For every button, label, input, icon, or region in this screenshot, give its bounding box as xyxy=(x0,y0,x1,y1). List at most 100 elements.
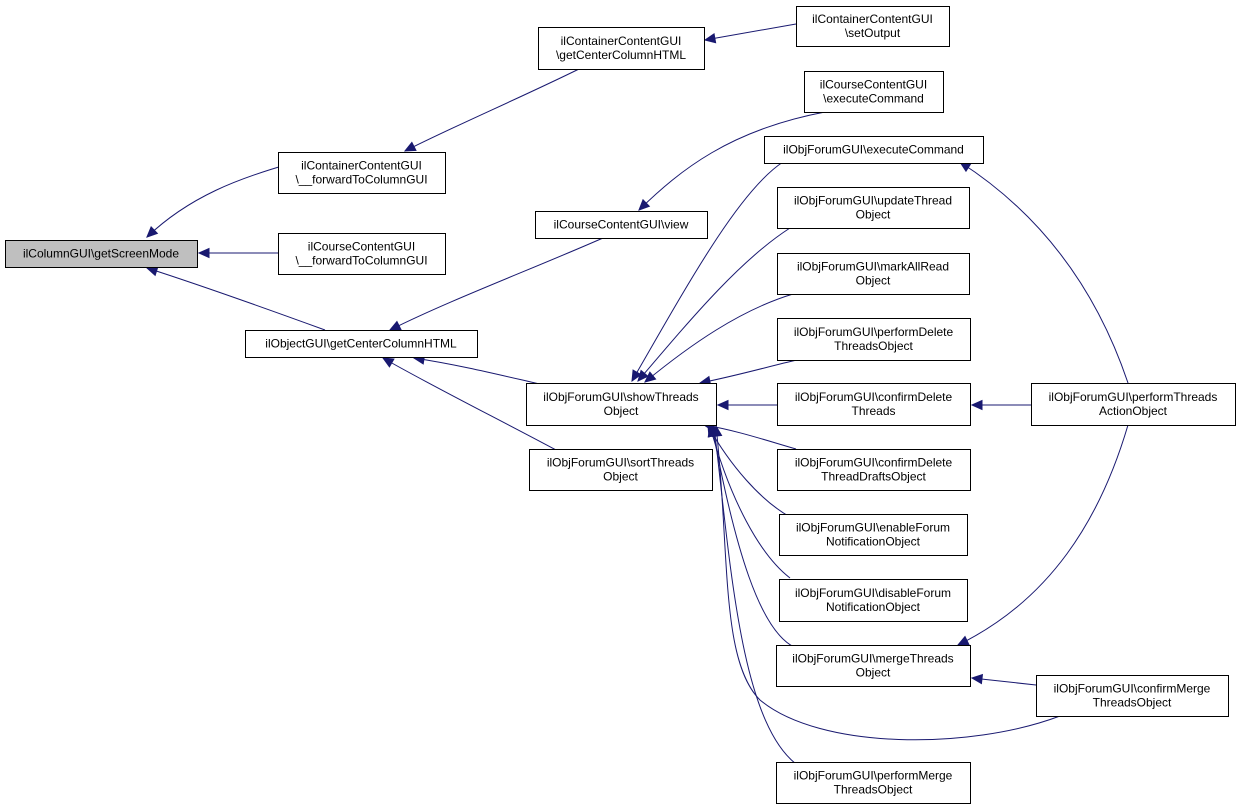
node-box xyxy=(1036,675,1229,717)
node-label: Object xyxy=(856,666,891,680)
node-label: ilObjForumGUI\performMerge xyxy=(794,769,953,783)
node-label: ilObjForumGUI\performThreads xyxy=(1049,390,1218,404)
arrowhead-n10-n6 xyxy=(631,369,642,383)
edge-n4-n1 xyxy=(404,68,580,152)
graph-node-n16[interactable]: ilObjForumGUI\enableForumNotificationObj… xyxy=(779,514,968,556)
node-label: ilObjForumGUI\markAllRead xyxy=(797,260,949,274)
node-label: \getCenterColumnHTML xyxy=(556,48,686,62)
edge-n20-n10 xyxy=(959,161,1129,384)
node-label: ilContainerContentGUI xyxy=(561,34,682,48)
node-label: ilObjForumGUI\disableForum xyxy=(795,586,951,600)
edge-n9-n5 xyxy=(638,111,826,211)
node-label: ThreadsObject xyxy=(834,339,913,353)
edge-n20-n18 xyxy=(957,424,1129,646)
edge-n12-n6 xyxy=(644,293,794,383)
graph-node-n9[interactable]: ilCourseContentGUI\executeCommand xyxy=(804,71,944,113)
node-box xyxy=(764,136,984,164)
node-label: ilContainerContentGUI xyxy=(812,12,933,26)
node-label: ilObjForumGUI\sortThreads xyxy=(547,456,694,470)
edge-n6-n3 xyxy=(413,357,545,386)
node-label: ilObjectGUI\getCenterColumnHTML xyxy=(265,337,457,351)
graph-node-n0[interactable]: ilColumnGUI\getScreenMode xyxy=(5,240,198,268)
graph-node-n2[interactable]: ilCourseContentGUI\__forwardToColumnGUI xyxy=(278,233,446,275)
node-label: ilCourseContentGUI\view xyxy=(554,218,689,232)
graph-node-n15[interactable]: ilObjForumGUI\confirmDeleteThreadDraftsO… xyxy=(777,449,971,491)
node-label: ThreadsObject xyxy=(834,783,913,797)
node-box xyxy=(538,27,705,70)
graph-node-n10[interactable]: ilObjForumGUI\executeCommand xyxy=(764,136,984,164)
node-box xyxy=(776,762,971,804)
node-label: ilObjForumGUI\confirmDelete xyxy=(795,390,953,404)
node-layer: ilColumnGUI\getScreenMode ilContainerCont… xyxy=(5,6,1236,804)
node-box xyxy=(535,211,708,239)
edge-n3-n0 xyxy=(146,267,326,331)
node-box xyxy=(529,449,713,491)
node-box xyxy=(777,187,970,229)
edge-n17-n6 xyxy=(709,425,791,579)
node-box xyxy=(777,318,971,361)
edge-layer xyxy=(145,23,1129,765)
node-label: NotificationObject xyxy=(826,535,921,549)
node-label: \__forwardToColumnGUI xyxy=(295,254,427,268)
node-label: ThreadsObject xyxy=(1093,696,1172,710)
graph-node-n8[interactable]: ilContainerContentGUI\setOutput xyxy=(796,6,950,47)
node-label: ilColumnGUI\getScreenMode xyxy=(23,247,179,261)
edge-n5-n3 xyxy=(389,237,604,331)
graph-node-n4[interactable]: ilContainerContentGUI\getCenterColumnHTM… xyxy=(538,27,705,70)
node-label: ilObjForumGUI\updateThread xyxy=(794,194,952,208)
arrowhead-n5-n3 xyxy=(388,320,402,331)
node-box xyxy=(777,449,971,491)
edge-n1-n0 xyxy=(146,163,290,238)
node-label: Threads xyxy=(851,404,895,418)
node-label: ActionObject xyxy=(1099,404,1168,418)
node-box xyxy=(1031,383,1236,426)
arrowhead-n1-n0 xyxy=(146,225,159,238)
node-label: \executeCommand xyxy=(823,92,924,106)
arrowhead-n2-n0 xyxy=(197,247,210,259)
node-label: ilObjForumGUI\enableForum xyxy=(796,521,950,535)
node-label: ilObjForumGUI\showThreads xyxy=(543,390,698,404)
node-label: Object xyxy=(603,470,638,484)
node-box xyxy=(5,240,198,268)
node-label: \__forwardToColumnGUI xyxy=(295,173,427,187)
node-label: Object xyxy=(856,274,891,288)
edge-n13-n6 xyxy=(699,359,798,384)
graph-node-n3[interactable]: ilObjectGUI\getCenterColumnHTML xyxy=(245,330,478,358)
node-label: Object xyxy=(856,208,891,222)
node-box xyxy=(796,6,950,47)
node-box xyxy=(278,152,446,194)
node-box xyxy=(245,330,478,358)
edge-n8-n4 xyxy=(704,23,797,41)
node-label: ilCourseContentGUI xyxy=(308,240,415,254)
graph-node-n1[interactable]: ilContainerContentGUI\__forwardToColumnG… xyxy=(278,152,446,194)
edge-n10-n6 xyxy=(631,161,784,382)
arrowhead-n9-n5 xyxy=(638,198,651,211)
node-label: ilContainerContentGUI xyxy=(301,159,422,173)
edge-n18-n6 xyxy=(711,425,795,648)
node-box xyxy=(777,383,971,426)
arrowhead-n7-n3 xyxy=(381,357,395,368)
graph-node-n17[interactable]: ilObjForumGUI\disableForumNotificationOb… xyxy=(779,579,968,622)
node-label: ilObjForumGUI\confirmMerge xyxy=(1054,682,1211,696)
node-label: ilObjForumGUI\mergeThreads xyxy=(792,652,953,666)
node-label: ilCourseContentGUI xyxy=(820,78,927,92)
node-box xyxy=(777,253,970,295)
node-box xyxy=(804,71,944,113)
arrowhead-n20-n18 xyxy=(956,635,970,646)
edge-n19-n6 xyxy=(713,425,797,765)
graph-node-n5[interactable]: ilCourseContentGUI\view xyxy=(535,211,708,239)
node-label: ilObjForumGUI\performDelete xyxy=(794,325,954,339)
arrowhead-n21-n18 xyxy=(970,673,984,685)
node-label: Object xyxy=(604,404,639,418)
